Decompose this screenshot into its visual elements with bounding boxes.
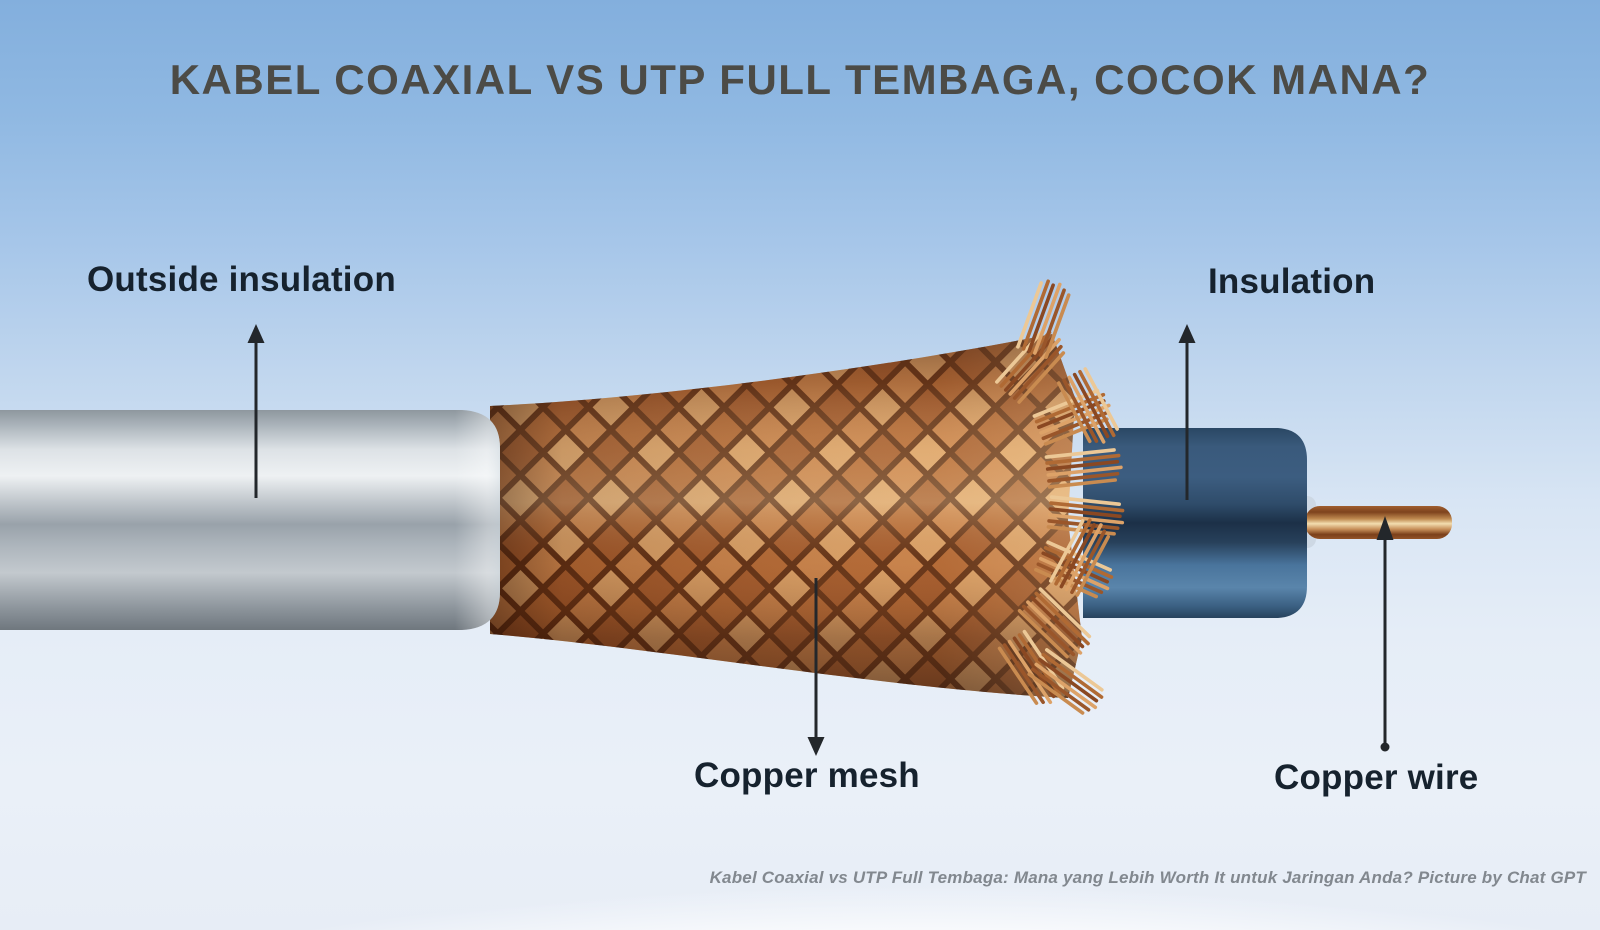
copper-mesh-side-shading bbox=[490, 334, 1082, 698]
arrowhead-up-icon bbox=[1178, 324, 1196, 343]
outside-insulation-arrow bbox=[247, 324, 265, 498]
label-copper-wire: Copper wire bbox=[1274, 758, 1479, 797]
copper-wire-graphic bbox=[1294, 496, 1452, 548]
label-outside-insulation: Outside insulation bbox=[87, 260, 396, 299]
inner-insulation-body bbox=[1083, 428, 1307, 618]
copper-mesh-arrow bbox=[807, 578, 825, 756]
outer-insulation-endcap bbox=[455, 410, 500, 630]
annotation-arrows bbox=[247, 324, 1394, 756]
outer-insulation-graphic bbox=[0, 410, 500, 630]
label-copper-mesh: Copper mesh bbox=[694, 756, 920, 795]
copper-wire-arrow bbox=[1376, 516, 1394, 752]
copper-mesh-graphic bbox=[490, 334, 1082, 698]
page-title: KABEL COAXIAL VS UTP FULL TEMBAGA, COCOK… bbox=[169, 56, 1431, 103]
arrowhead-up-icon bbox=[1376, 516, 1394, 540]
label-insulation: Insulation bbox=[1208, 262, 1376, 301]
inner-insulation-graphic bbox=[1083, 428, 1307, 618]
image-caption: Kabel Coaxial vs UTP Full Tembaga: Mana … bbox=[709, 868, 1586, 887]
outer-insulation-body bbox=[0, 410, 500, 630]
insulation-arrow bbox=[1178, 324, 1196, 500]
arrow-end-dot bbox=[1380, 742, 1390, 752]
arrowhead-down-icon bbox=[807, 737, 825, 756]
arrowhead-up-icon bbox=[247, 324, 265, 343]
copper-wire-rod bbox=[1305, 506, 1452, 539]
